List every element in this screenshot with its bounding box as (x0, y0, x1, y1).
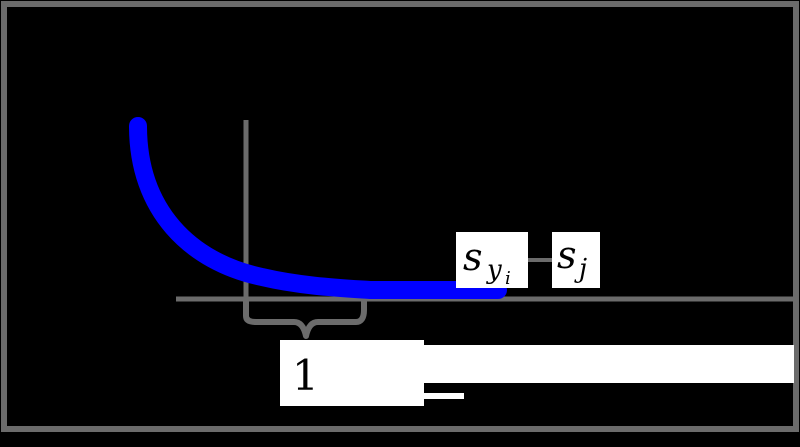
label-margin-value: 1 (292, 351, 319, 400)
label-s-yi-base: s (463, 235, 483, 279)
label-s-yi-box (456, 232, 528, 288)
label-s-j-base: s (557, 233, 577, 277)
label-s-yi: s y i (456, 232, 528, 289)
margin-brace (243, 300, 367, 339)
label-s-yi-sub: y (486, 255, 502, 285)
loss-curve (129, 117, 507, 299)
label-s-j: s j (552, 232, 600, 288)
label-s-j-box (552, 232, 600, 288)
label-margin: 1 (280, 340, 424, 406)
label-s-yi-subsub: i (505, 268, 511, 289)
label-margin-box (280, 340, 424, 406)
white-band-upper (424, 345, 794, 383)
white-band-lower (424, 393, 464, 399)
outer-frame (1, 1, 799, 432)
